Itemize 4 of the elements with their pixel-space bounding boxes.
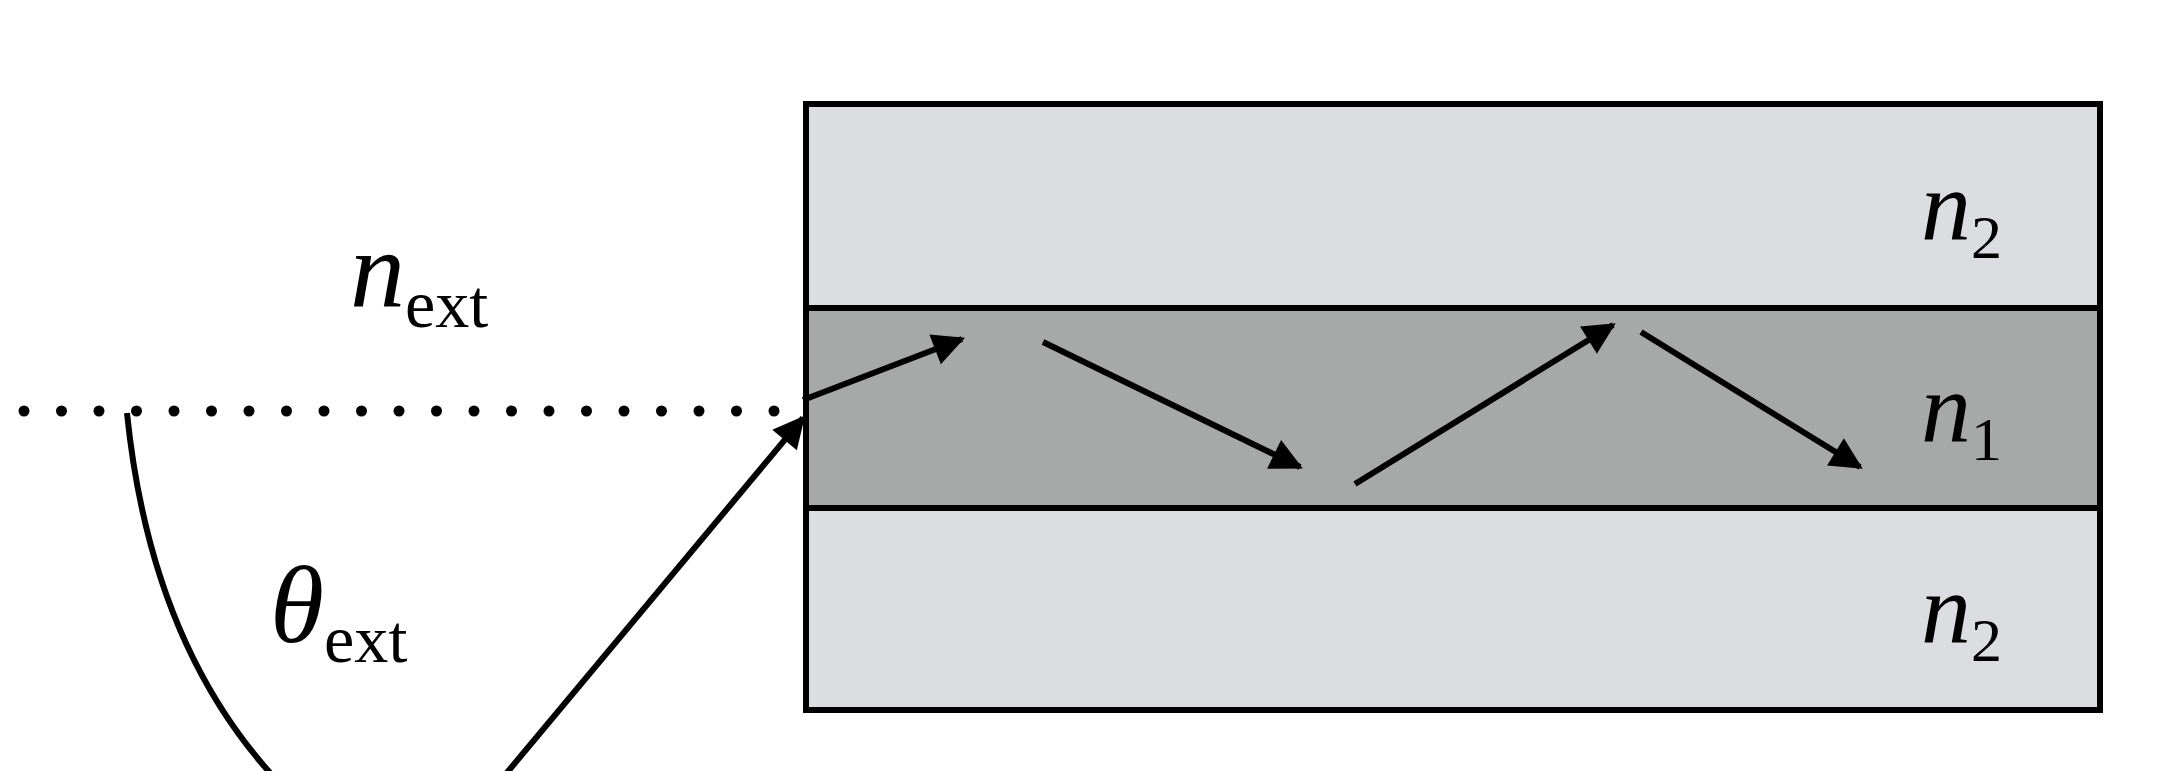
refractive-index-label: n$_{1}$ (1921, 358, 2002, 458)
refractive-index-label: n$_{2}$ (1921, 559, 2002, 659)
refractive-index-label: n$_{2}$ (1921, 156, 2002, 256)
light-ray-arrow (502, 415, 806, 771)
